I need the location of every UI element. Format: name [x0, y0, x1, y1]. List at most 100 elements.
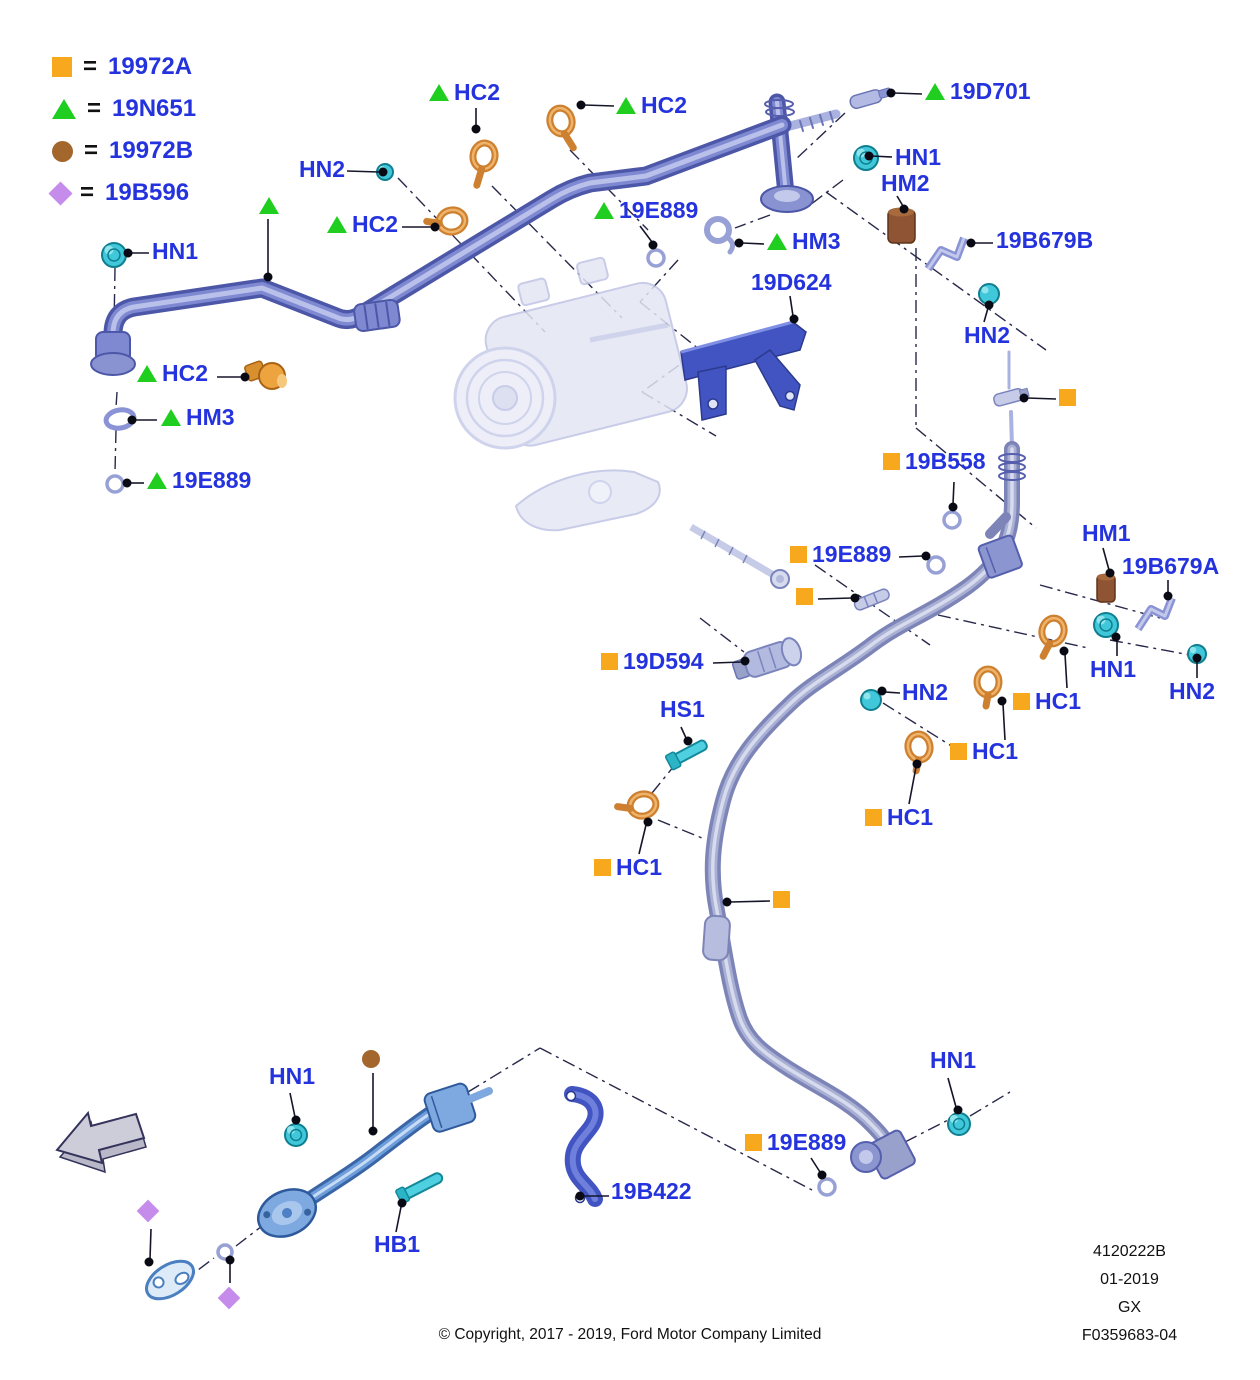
callout-label: HM3 — [186, 404, 235, 430]
callout-label: 19E889 — [767, 1129, 847, 1155]
bolt-part — [689, 523, 790, 589]
square-symbol — [745, 1134, 762, 1151]
callout-label: HS1 — [660, 696, 705, 722]
bracket-19d624 — [680, 320, 807, 421]
doc-line-0: 4120222B — [1093, 1243, 1166, 1260]
callout-hn2-b: HN2 — [964, 324, 1010, 347]
callout-label: HN1 — [930, 1047, 977, 1073]
callout-dia-a — [136, 1199, 160, 1223]
callout-label: HN1 — [269, 1063, 316, 1089]
callout-label: HN2 — [964, 322, 1011, 348]
callout-hn2-c: HN2 — [902, 681, 948, 704]
triangle-symbol — [925, 83, 945, 100]
callout-19b558: 19B558 — [883, 450, 986, 473]
callout-label: HB1 — [374, 1231, 421, 1257]
callout-label: 19B679A — [1122, 553, 1220, 579]
triangle-symbol — [429, 84, 449, 101]
square-symbol — [790, 546, 807, 563]
triangle-symbol — [147, 472, 167, 489]
valve-parts — [853, 387, 1030, 611]
callout-hc2-a: HC2 — [429, 81, 500, 104]
callout-hm1: HM1 — [1082, 522, 1131, 545]
callout-label: HC2 — [162, 360, 209, 386]
callout-label: HC1 — [616, 854, 663, 880]
callout-label: 19E889 — [619, 197, 699, 223]
legend-item-19972B: =19972B — [52, 137, 196, 164]
stud-hs1 — [665, 739, 708, 771]
lower-hose — [702, 350, 1026, 1180]
callout-label: HN2 — [902, 679, 949, 705]
callout-hm3-a: HM3 — [767, 230, 841, 253]
callout-label: HC2 — [641, 92, 688, 118]
callout-label: HM1 — [1082, 520, 1131, 546]
callout-hn1-e: HN1 — [930, 1049, 976, 1072]
callout-19d701: 19D701 — [925, 80, 1031, 103]
legend-label: 19972B — [109, 137, 194, 164]
square-symbol — [950, 743, 967, 760]
legend-equals: = — [83, 53, 98, 80]
square-symbol — [594, 859, 611, 876]
circle-symbol — [52, 140, 73, 162]
callout-hc1-c: HC1 — [594, 856, 662, 879]
triangle-symbol — [52, 99, 76, 119]
callout-label: HN2 — [1169, 678, 1216, 704]
callout-label: HN1 — [1090, 656, 1137, 682]
callout-hn1-d: HN1 — [269, 1065, 315, 1088]
triangle-symbol — [616, 97, 636, 114]
compressor-ghost — [453, 256, 688, 532]
doc-line-3: F0359683-04 — [1081, 1327, 1178, 1344]
callout-hn2-a: HN2 — [299, 158, 345, 181]
switch-19d594 — [731, 637, 803, 680]
callout-label: 19D624 — [751, 269, 832, 295]
callout-19b679b: 19B679B — [996, 229, 1093, 252]
damper-hm2 — [887, 207, 916, 244]
callout-19e889-b: 19E889 — [147, 469, 251, 492]
callout-hb1: HB1 — [374, 1233, 420, 1256]
legend-item-19N651: =19N651 — [52, 95, 196, 122]
callout-hc1-d: HC1 — [865, 806, 933, 829]
legend-item-19B596: =19B596 — [48, 179, 196, 206]
triangle-symbol — [327, 216, 347, 233]
stud-hb1 — [395, 1172, 444, 1205]
callout-hn2-d: HN2 — [1169, 680, 1215, 703]
callout-sq-b — [796, 588, 813, 605]
triangle-symbol — [259, 197, 279, 214]
callout-hn1-a: HN1 — [895, 146, 941, 169]
square-symbol — [52, 57, 72, 77]
copyright-text: © Copyright, 2017 - 2019, Ford Motor Com… — [438, 1326, 822, 1343]
diamond-symbol — [136, 1199, 160, 1223]
leader-lines — [130, 92, 1198, 1283]
callout-19d594: 19D594 — [601, 650, 704, 673]
callout-hc1-b: HC1 — [950, 740, 1018, 763]
fitting-19d701 — [849, 87, 892, 110]
bracket-19b679b — [924, 236, 968, 272]
callout-label: HM3 — [792, 228, 841, 254]
callout-19e889-d: 19E889 — [745, 1131, 846, 1154]
callout-hn1-c: HN1 — [1090, 658, 1136, 681]
callout-label: HC2 — [352, 211, 399, 237]
ring-parts — [105, 248, 962, 1261]
doc-line-2: GX — [1117, 1299, 1142, 1316]
callout-label: HN1 — [152, 238, 199, 264]
diamond-symbol — [217, 1286, 241, 1310]
callout-19e889-a: 19E889 — [594, 199, 698, 222]
legend-equals: = — [87, 95, 102, 122]
callout-19b679a: 19B679A — [1122, 555, 1219, 578]
square-symbol — [773, 891, 790, 908]
callout-label: HC1 — [972, 738, 1019, 764]
doc-line-1: 01-2019 — [1100, 1271, 1159, 1288]
callout-label: 19E889 — [812, 541, 892, 567]
square-symbol — [601, 653, 618, 670]
gasket-part — [145, 1259, 195, 1301]
square-symbol — [796, 588, 813, 605]
callout-cir-a — [362, 1050, 380, 1068]
callout-hc2-d: HC2 — [137, 362, 208, 385]
callout-label: 19B558 — [905, 448, 986, 474]
direction-arrow — [55, 1110, 147, 1174]
callout-label: HN2 — [299, 156, 346, 182]
square-symbol — [1059, 389, 1076, 406]
triangle-symbol — [594, 202, 614, 219]
callout-label: HC1 — [887, 804, 934, 830]
callout-19e889-c: 19E889 — [790, 543, 891, 566]
